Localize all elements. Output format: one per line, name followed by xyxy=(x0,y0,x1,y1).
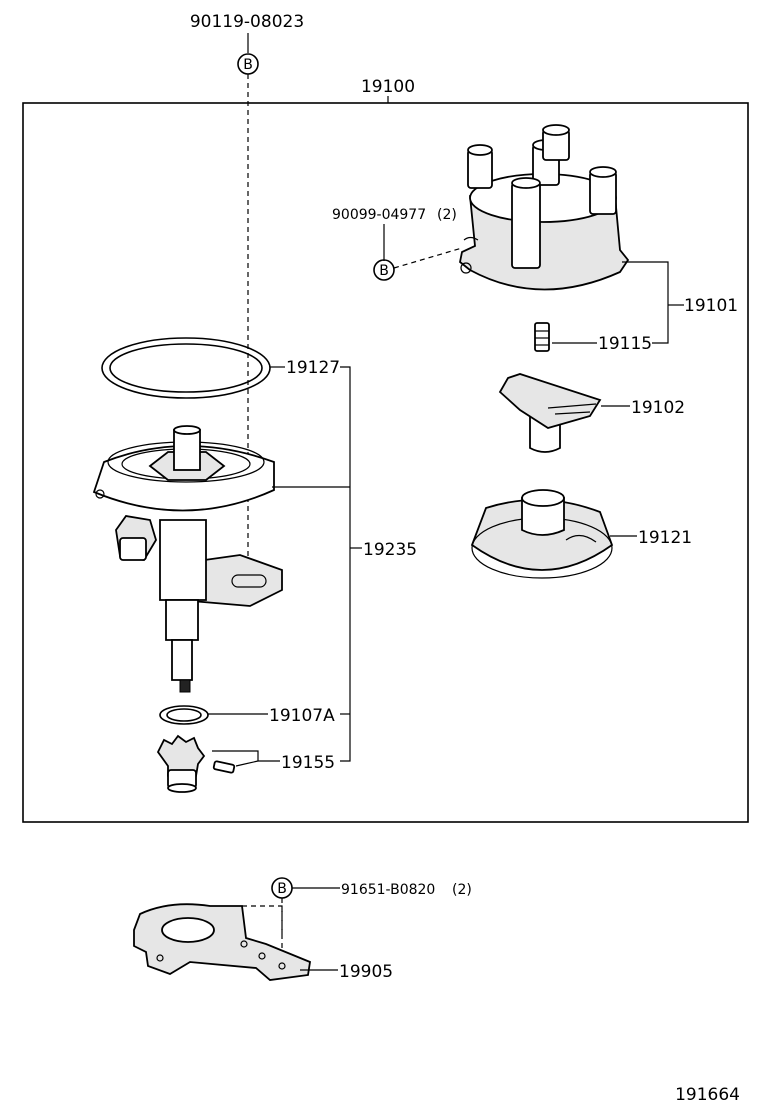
dust-cover-part xyxy=(470,489,614,579)
callout-bracket-bolt: 91651-B0820 xyxy=(341,882,435,898)
gear-part xyxy=(156,734,236,793)
assembly-frame xyxy=(22,102,749,823)
figure-number: 191664 xyxy=(675,1085,740,1105)
rotor-part xyxy=(498,373,602,453)
bolt-marker-bracket: B xyxy=(271,877,293,899)
bolt-marker-bracket-label: B xyxy=(277,881,287,897)
cap-screw-dashed xyxy=(393,247,463,269)
cap-tower-front xyxy=(511,177,541,269)
leader-cap xyxy=(622,261,669,344)
spring-part xyxy=(534,322,550,352)
o-ring-large-part xyxy=(101,337,271,399)
callout-bracket-bolt-qty: (2) xyxy=(452,882,472,898)
o-ring-small-part xyxy=(159,705,209,725)
callout-rotor: 19102 xyxy=(631,398,685,418)
bolt-marker-cap: B xyxy=(373,259,395,281)
callout-dust-cover: 19121 xyxy=(638,528,692,548)
callout-bracket: 19905 xyxy=(339,962,393,982)
leader-gear-b xyxy=(235,760,259,767)
assembly-number: 19100 xyxy=(361,77,415,97)
callout-cap-screw-qty: (2) xyxy=(437,207,457,223)
housing-part xyxy=(92,425,283,693)
callout-cap: 19101 xyxy=(684,296,738,316)
callout-cap-screw: 90099-04977 xyxy=(332,207,426,223)
callout-top-bolt: 90119-08023 xyxy=(190,12,304,32)
group-bracket xyxy=(340,366,351,762)
cap-tower-left xyxy=(467,144,493,189)
callout-gear: 19155 xyxy=(281,753,335,773)
callout-o-ring-small: 19107A xyxy=(269,706,335,726)
bolt-marker-cap-label: B xyxy=(379,263,389,279)
callout-o-ring-large: 19127 xyxy=(286,358,340,378)
cap-tower-center xyxy=(532,124,570,186)
distributor-cap xyxy=(459,124,630,291)
callout-spring: 19115 xyxy=(598,334,652,354)
bracket-part xyxy=(133,903,311,981)
leader-gear-a xyxy=(212,750,259,761)
callout-housing: 19235 xyxy=(363,540,417,560)
cap-tower-right xyxy=(589,166,617,215)
bolt-marker-label: B xyxy=(243,57,253,73)
bolt-marker-top: B xyxy=(237,53,259,75)
